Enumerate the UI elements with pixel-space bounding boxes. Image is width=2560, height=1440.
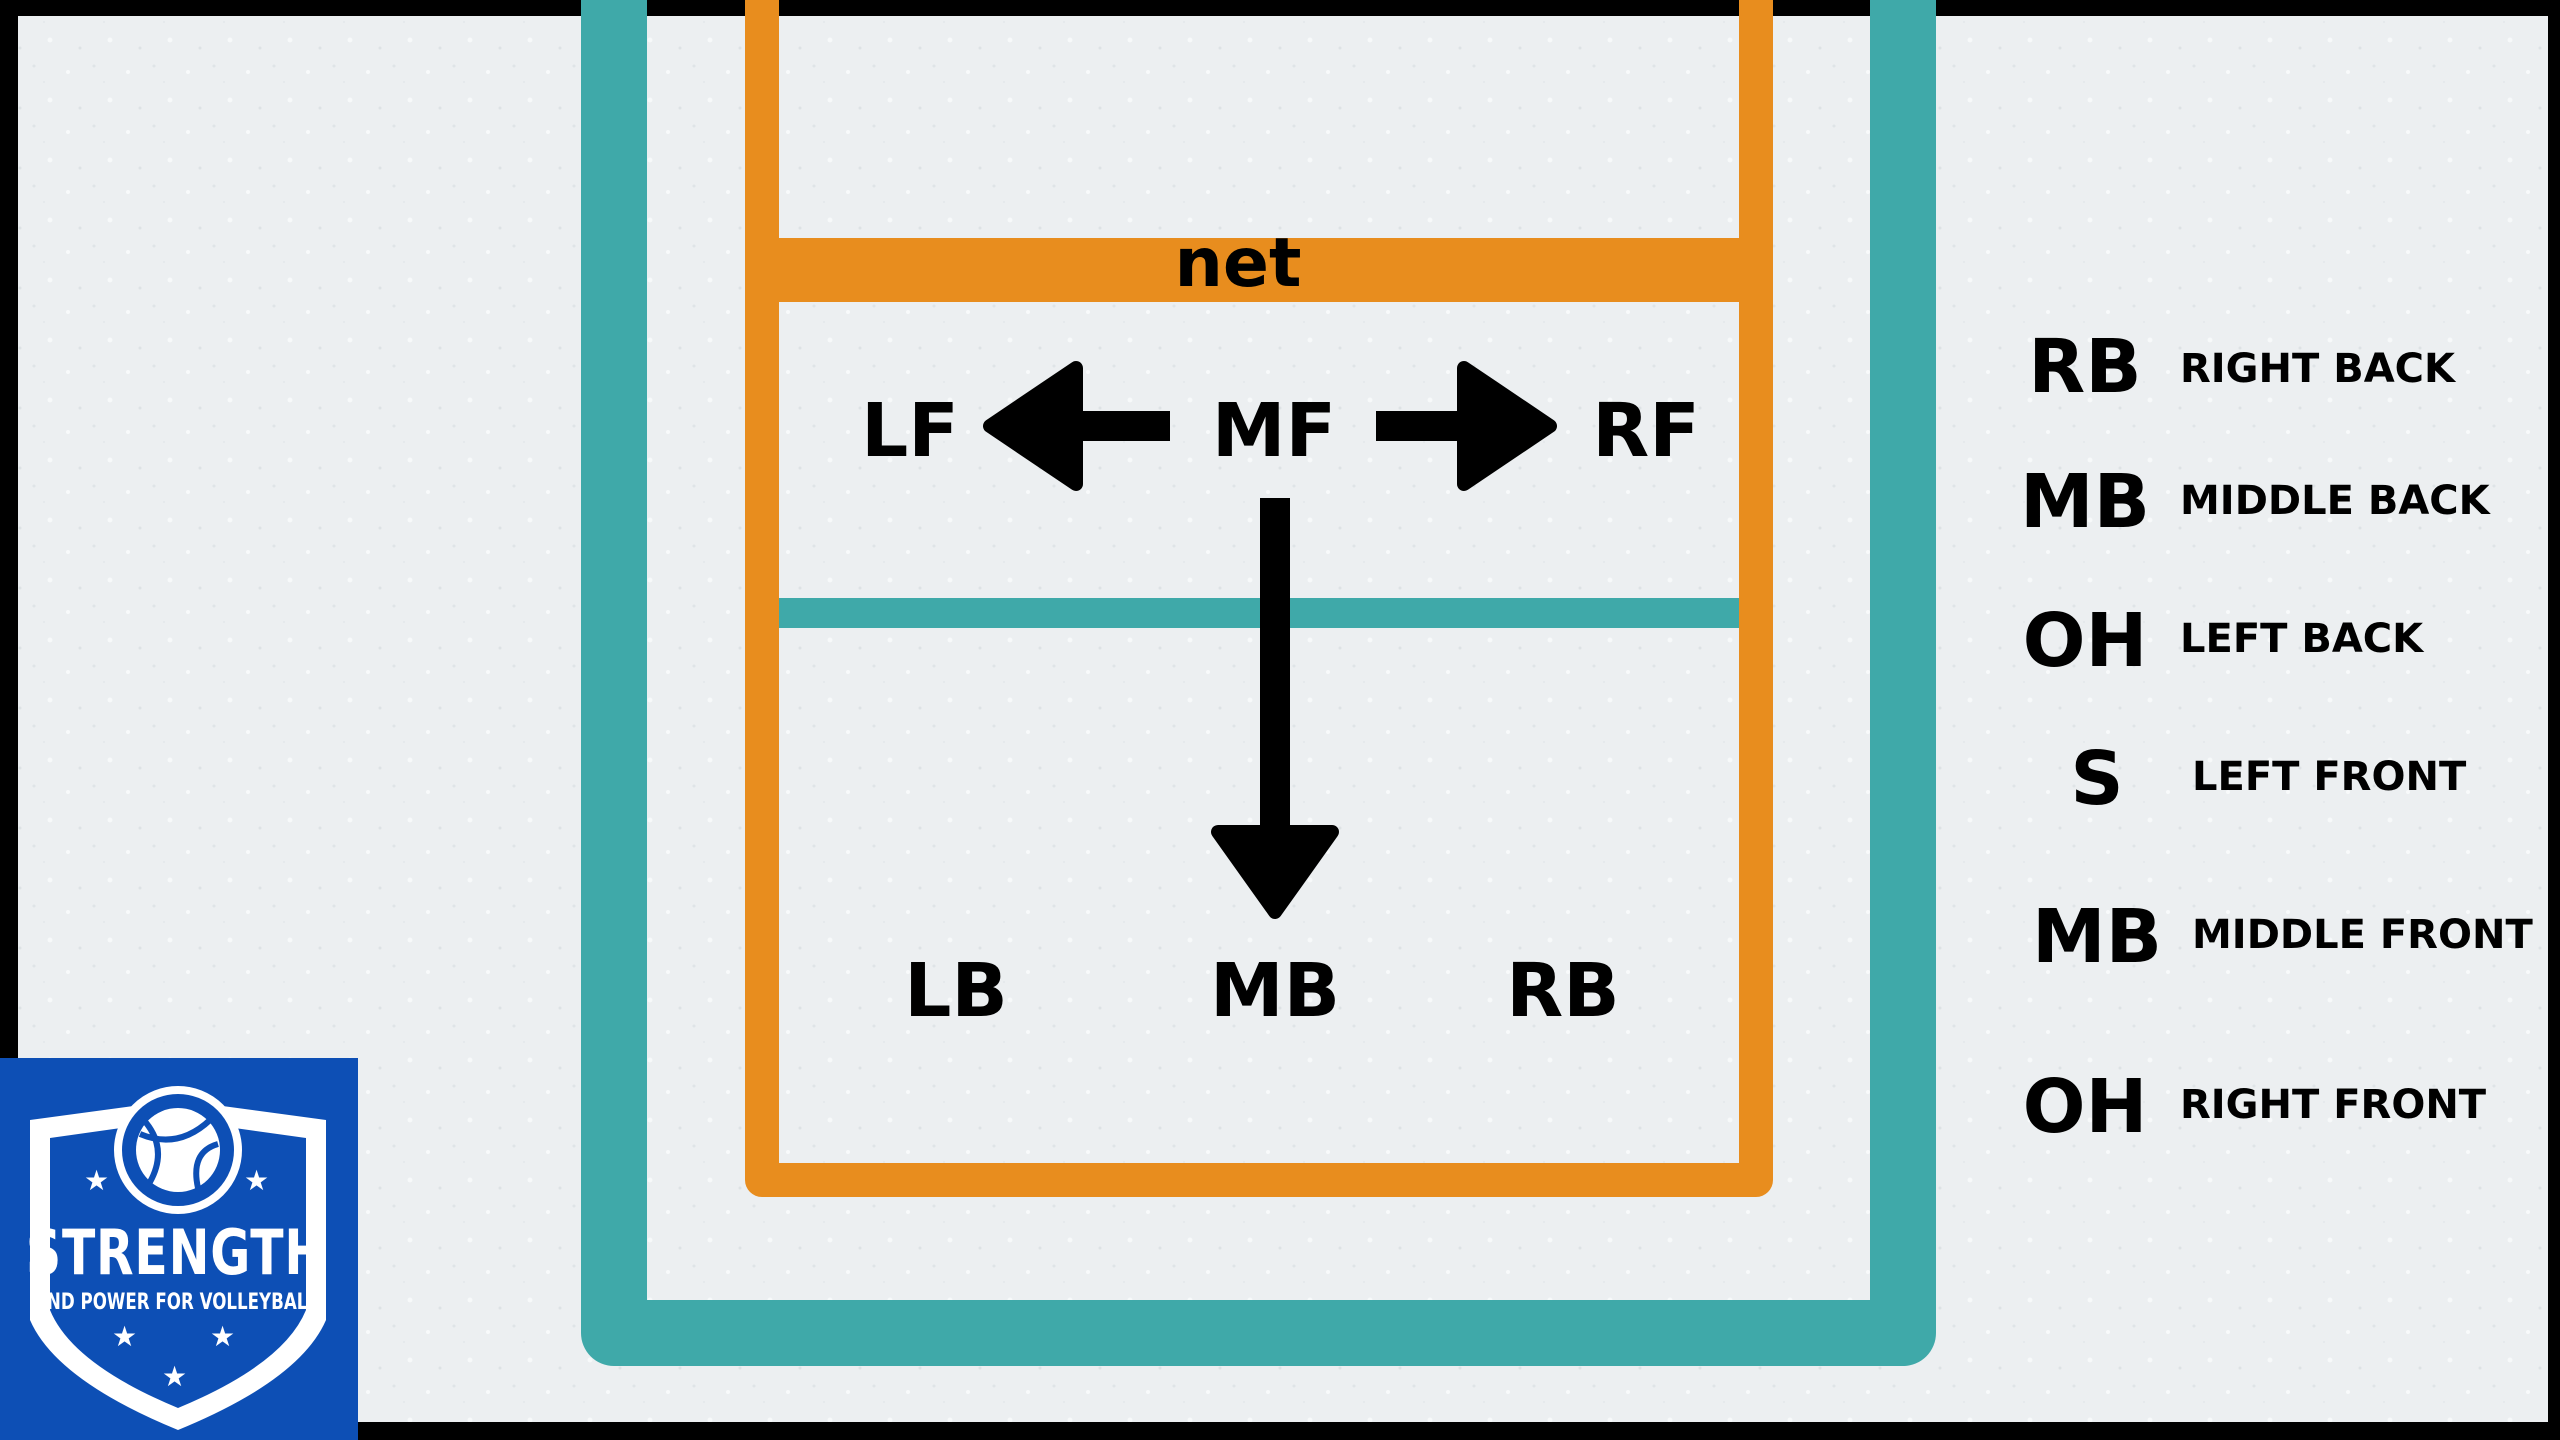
- legend: RB RIGHT BACK MB MIDDLE BACK OH LEFT BAC…: [2020, 324, 2533, 1150]
- position-mf: MF: [1212, 388, 1336, 474]
- inner-court-frame: [745, 0, 1773, 1197]
- logo-subtitle: AND POWER FOR VOLLEYBALL: [34, 1290, 318, 1315]
- net-label: net: [1174, 224, 1301, 303]
- position-rb: RB: [1506, 948, 1619, 1034]
- star-icon: ★: [84, 1164, 109, 1197]
- position-lf: LF: [861, 388, 959, 474]
- net-band: [762, 238, 1756, 302]
- arrow-right: [1376, 361, 1557, 491]
- court-boundary: [581, 0, 1936, 1366]
- legend-name: MIDDLE FRONT: [2192, 912, 2533, 958]
- legend-code: MB: [2020, 459, 2150, 545]
- legend-name: LEFT FRONT: [2192, 754, 2467, 800]
- legend-name: MIDDLE BACK: [2180, 478, 2492, 524]
- star-icon: ★: [244, 1164, 269, 1197]
- legend-code: OH: [2023, 598, 2148, 684]
- legend-name: LEFT BACK: [2180, 616, 2425, 662]
- position-mb: MB: [1210, 948, 1340, 1034]
- position-rf: RF: [1592, 388, 1700, 474]
- brand-logo: ★ ★ ★ ★ ★ STRENGTH AND POWER FOR VOLLEYB…: [0, 1058, 358, 1440]
- legend-name: RIGHT BACK: [2180, 346, 2457, 392]
- star-icon: ★: [210, 1320, 235, 1353]
- position-lb: LB: [904, 948, 1008, 1034]
- logo-title: STRENGTH: [26, 1216, 326, 1289]
- star-icon: ★: [162, 1360, 187, 1393]
- star-icon: ★: [112, 1320, 137, 1353]
- arrow-down: [1211, 498, 1339, 919]
- legend-name: RIGHT FRONT: [2180, 1082, 2487, 1128]
- legend-code: OH: [2023, 1064, 2148, 1150]
- attack-line: [779, 598, 1739, 628]
- arrow-left: [983, 361, 1170, 491]
- legend-code: S: [2070, 736, 2123, 822]
- legend-code: MB: [2032, 894, 2162, 980]
- legend-code: RB: [2028, 324, 2141, 410]
